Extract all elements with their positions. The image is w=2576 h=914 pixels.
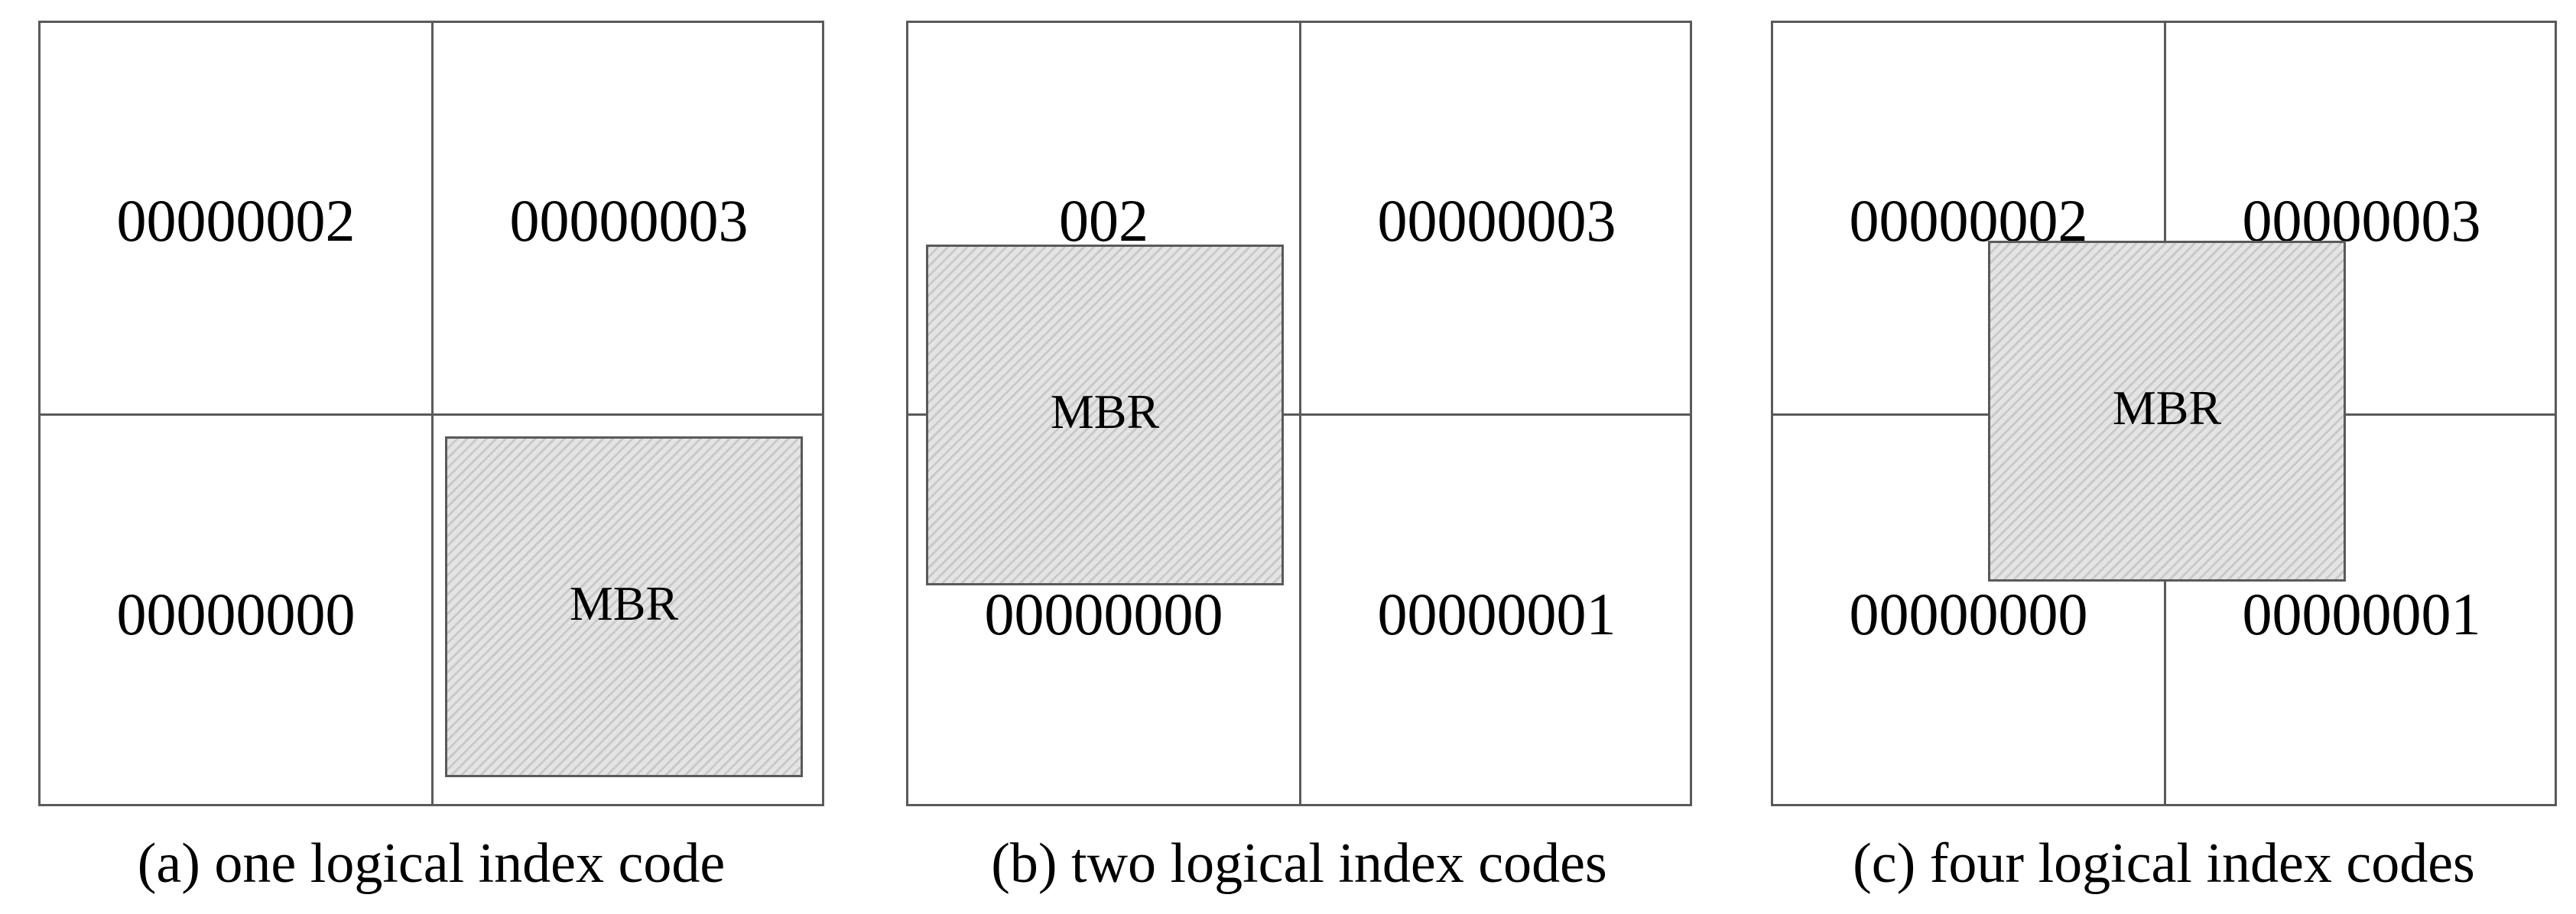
grid-horizontal-divider	[908, 413, 1690, 416]
panel-b-grid: 002 00000003 00000000 00000001 MBR	[906, 21, 1692, 806]
mbr-rectangle: MBR	[445, 436, 803, 777]
mbr-rectangle: MBR	[1988, 241, 2346, 582]
mbr-rectangle: MBR	[926, 245, 1284, 585]
cell-code-bottom-left: 00000000	[984, 581, 1223, 647]
panel-c-grid: 00000002 00000003 00000000 00000001 MBR	[1771, 21, 2557, 806]
cell-code-top-left: 002	[1059, 187, 1148, 254]
panel-c-caption: (c) four logical index codes	[1853, 832, 2475, 895]
panel-a-grid: 00000002 00000003 00000000 MBR	[38, 21, 824, 806]
mbr-label: MBR	[2112, 381, 2222, 435]
mbr-label: MBR	[1050, 384, 1160, 439]
cell-code-bottom-right: 00000001	[2242, 581, 2481, 647]
grid-horizontal-divider	[41, 413, 822, 416]
panel-b-caption: (b) two logical index codes	[991, 832, 1607, 895]
cell-code-bottom-left: 00000000	[116, 581, 356, 647]
cell-code-top-left: 00000002	[116, 187, 356, 254]
cell-code-top-right: 00000003	[509, 187, 749, 254]
cell-code-top-right: 00000003	[1377, 187, 1616, 254]
panel-a-caption: (a) one logical index code	[137, 832, 726, 895]
cell-code-bottom-right: 00000001	[1377, 581, 1616, 647]
cell-code-bottom-left: 00000000	[1849, 581, 2088, 647]
mbr-label: MBR	[569, 576, 679, 630]
